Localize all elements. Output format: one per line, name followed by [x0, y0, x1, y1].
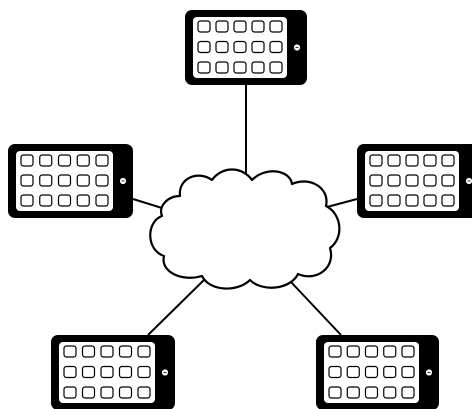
- tablet-top: [185, 10, 307, 85]
- app-icon: [197, 61, 211, 74]
- app-icon: [39, 154, 53, 167]
- tablet-bottom-left: [51, 335, 175, 409]
- app-icon: [63, 386, 77, 399]
- app-icon: [215, 20, 229, 33]
- app-icon: [423, 174, 437, 187]
- app-icon: [328, 365, 342, 379]
- app-icon: [63, 365, 77, 379]
- app-icon: [251, 20, 265, 33]
- app-icon: [369, 174, 383, 187]
- app-icon: [369, 194, 383, 207]
- app-icon: [215, 61, 229, 74]
- app-icon: [405, 194, 419, 207]
- tablet-right: [357, 144, 472, 218]
- app-icon: [137, 345, 151, 358]
- app-icon: [441, 154, 455, 167]
- cloud-icon: [149, 168, 341, 290]
- app-icon: [81, 345, 96, 358]
- app-icon: [118, 365, 133, 379]
- app-icon: [423, 194, 437, 207]
- app-icon: [81, 386, 96, 399]
- app-icon: [57, 174, 72, 187]
- app-icon: [233, 61, 247, 74]
- app-icon: [20, 194, 34, 207]
- tablet-left: [8, 144, 133, 218]
- app-icon: [20, 174, 34, 187]
- app-icon: [100, 345, 114, 358]
- app-icon: [346, 345, 360, 358]
- app-icon: [269, 20, 283, 33]
- app-icon: [100, 386, 114, 399]
- tablet-bottom-right: [316, 335, 439, 409]
- app-icon: [137, 386, 151, 399]
- connector-line-left: [132, 198, 163, 209]
- app-icon: [423, 154, 437, 167]
- app-icon: [364, 345, 379, 358]
- app-icon: [76, 194, 90, 207]
- app-icon: [197, 20, 211, 33]
- app-icon: [57, 194, 72, 207]
- connector-line-bottom-right: [289, 280, 342, 336]
- app-icon: [401, 386, 415, 399]
- app-icon: [369, 154, 383, 167]
- app-icon: [118, 345, 133, 358]
- app-icon: [81, 365, 96, 379]
- app-icon: [405, 154, 419, 167]
- app-icon: [383, 386, 397, 399]
- app-icon: [215, 40, 229, 54]
- app-icon: [401, 365, 415, 379]
- app-icon: [269, 61, 283, 74]
- connector-line-right: [326, 198, 358, 208]
- app-icon: [441, 174, 455, 187]
- app-icon: [328, 386, 342, 399]
- app-icon: [387, 174, 401, 187]
- app-icon: [383, 345, 397, 358]
- connector-lines: [132, 85, 358, 336]
- app-icon: [346, 386, 360, 399]
- app-icon: [118, 386, 133, 399]
- app-icon: [57, 154, 72, 167]
- app-icon: [137, 365, 151, 379]
- app-icon: [39, 194, 53, 207]
- app-icon: [20, 154, 34, 167]
- app-icon: [251, 61, 265, 74]
- app-icon: [233, 20, 247, 33]
- app-icon: [63, 345, 77, 358]
- app-icon: [387, 194, 401, 207]
- app-icon: [76, 154, 90, 167]
- app-icon: [346, 365, 360, 379]
- connector-line-bottom-left: [147, 278, 206, 336]
- app-icon: [364, 386, 379, 399]
- app-icon: [100, 365, 114, 379]
- app-icon: [441, 194, 455, 207]
- app-icon: [95, 154, 109, 167]
- app-icon: [197, 40, 211, 54]
- app-icon: [251, 40, 265, 54]
- app-icon: [39, 174, 53, 187]
- app-icon: [364, 365, 379, 379]
- app-icon: [328, 345, 342, 358]
- app-icon: [269, 40, 283, 54]
- app-icon: [383, 365, 397, 379]
- app-icon: [387, 154, 401, 167]
- app-icon: [76, 174, 90, 187]
- app-icon: [95, 194, 109, 207]
- app-icon: [233, 40, 247, 54]
- app-icon: [405, 174, 419, 187]
- app-icon: [401, 345, 415, 358]
- app-icon: [95, 174, 109, 187]
